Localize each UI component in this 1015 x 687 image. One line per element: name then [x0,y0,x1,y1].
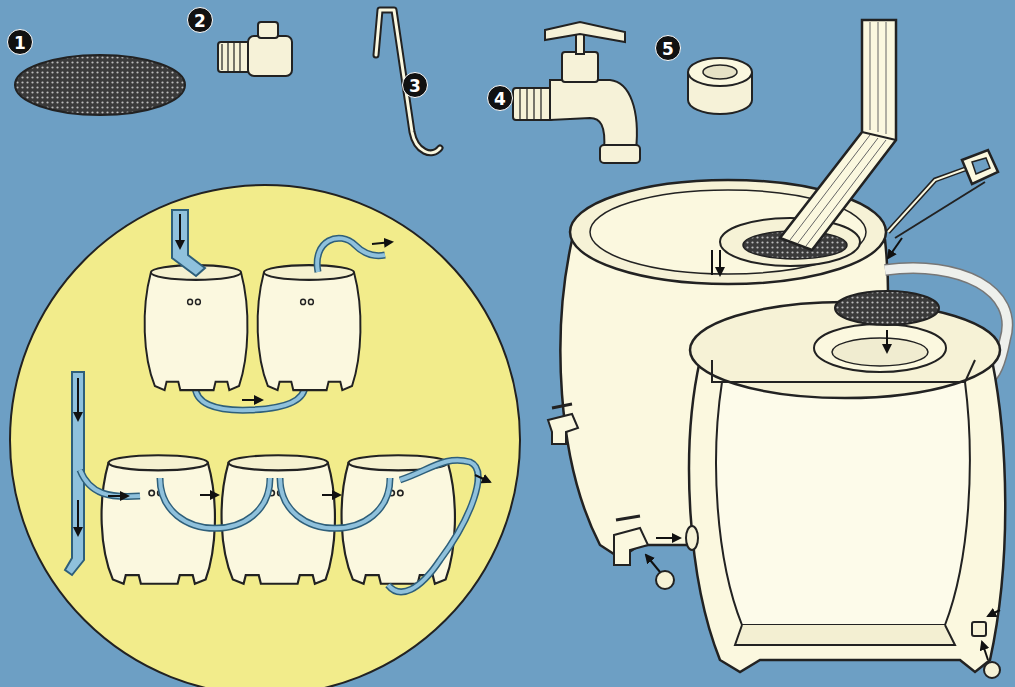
inlet-ring [814,324,946,372]
spigot-body [550,80,637,150]
hose-fill [280,478,390,528]
flow-arrow [242,399,262,401]
rain-barrel [222,455,335,584]
thread-lines [520,88,541,120]
assembly-arrow [886,330,888,352]
mesh-screen [15,55,185,115]
spigot-mouth [600,145,640,163]
barrel-spigot [548,404,578,444]
hacksaw [888,150,998,238]
flow-arrow [200,494,218,496]
tape-top [688,58,752,86]
flow-arrow [108,495,128,497]
spigot-bonnet [562,52,598,82]
hose-fill [388,460,478,592]
saw-blade [895,182,985,238]
hanger-hook [376,10,440,153]
hose [80,470,140,497]
flow-arrow [475,475,490,482]
valve-thread [218,42,250,72]
callout-number: 1 [7,29,33,55]
assembly-arrow [988,610,1000,616]
flow-arrow [322,494,340,496]
inlet-hole [832,338,928,366]
rain-barrel [145,265,248,390]
inset-circle [10,185,520,687]
assembly-arrow [982,642,988,660]
saw-handle [962,150,998,184]
barrel-port [686,526,698,550]
assembly-arrow [656,537,680,539]
flow-arrow [179,214,181,248]
hose-fill [160,478,270,528]
downspout [172,210,205,276]
rain-barrel [258,265,361,390]
washer [984,662,1000,678]
flow-arrow [77,378,79,420]
mesh-screen [835,291,939,325]
spigot-handle [616,516,640,520]
downspout-joint [862,132,896,140]
fitting [972,622,986,636]
spigot-body [548,414,578,444]
spigot-thread [513,88,553,120]
hanger-hook-fill [376,10,440,153]
shutoff-valve [218,22,292,76]
barrel-interior [716,382,970,625]
valve-lever [258,22,278,38]
saw-grip [972,158,990,174]
flow-arrow [77,500,79,535]
washer [656,571,674,589]
hose-fill [80,470,140,497]
callout-number: 3 [402,72,428,98]
downspout-ridges [870,22,886,134]
thread-lines [222,43,240,71]
callout-number: 5 [655,35,681,61]
flow-arrow [372,242,392,244]
barrel-floor [735,625,955,645]
hoses [80,460,478,592]
assembly-arrow [646,555,660,572]
hose [388,460,478,592]
hose [280,478,390,528]
spigot [513,22,640,163]
rain-barrel-cutaway [689,360,1005,672]
callout-number: 2 [187,7,213,33]
downspout [780,20,896,250]
barrel-spigot [614,516,674,589]
flow-arrow [712,250,720,275]
spigot-handle [545,22,625,42]
hose [160,478,270,528]
downspout-ridges [790,135,886,246]
spigot-handle [552,404,572,408]
callout-number: 4 [487,85,513,111]
rain-barrel [102,455,215,584]
valve-body [248,36,292,76]
tape-roll [688,58,752,114]
spigot-body [614,528,648,565]
cut-arrow [888,238,902,258]
tape-core [703,65,737,79]
